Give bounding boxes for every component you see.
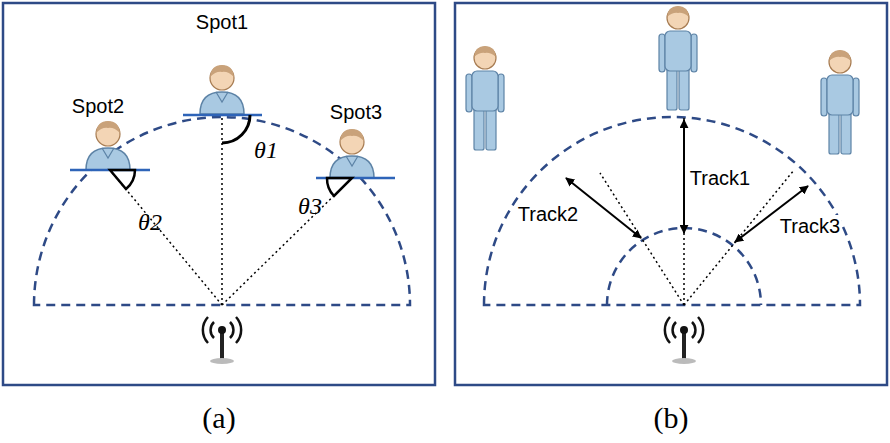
track-label: Track1 xyxy=(688,167,752,189)
track-label: Track3 xyxy=(778,215,842,237)
spot-label: Spot1 xyxy=(196,11,248,33)
spot-label: Spot2 xyxy=(72,95,124,117)
spot-label: Spot3 xyxy=(330,101,382,123)
panel-caption: (b) xyxy=(654,401,689,434)
panel-caption: (a) xyxy=(202,401,235,434)
angle-label: θ1 xyxy=(254,137,278,163)
track-label: Track2 xyxy=(516,203,580,225)
angle-label: θ3 xyxy=(298,193,322,219)
angle-label: θ2 xyxy=(138,209,162,235)
